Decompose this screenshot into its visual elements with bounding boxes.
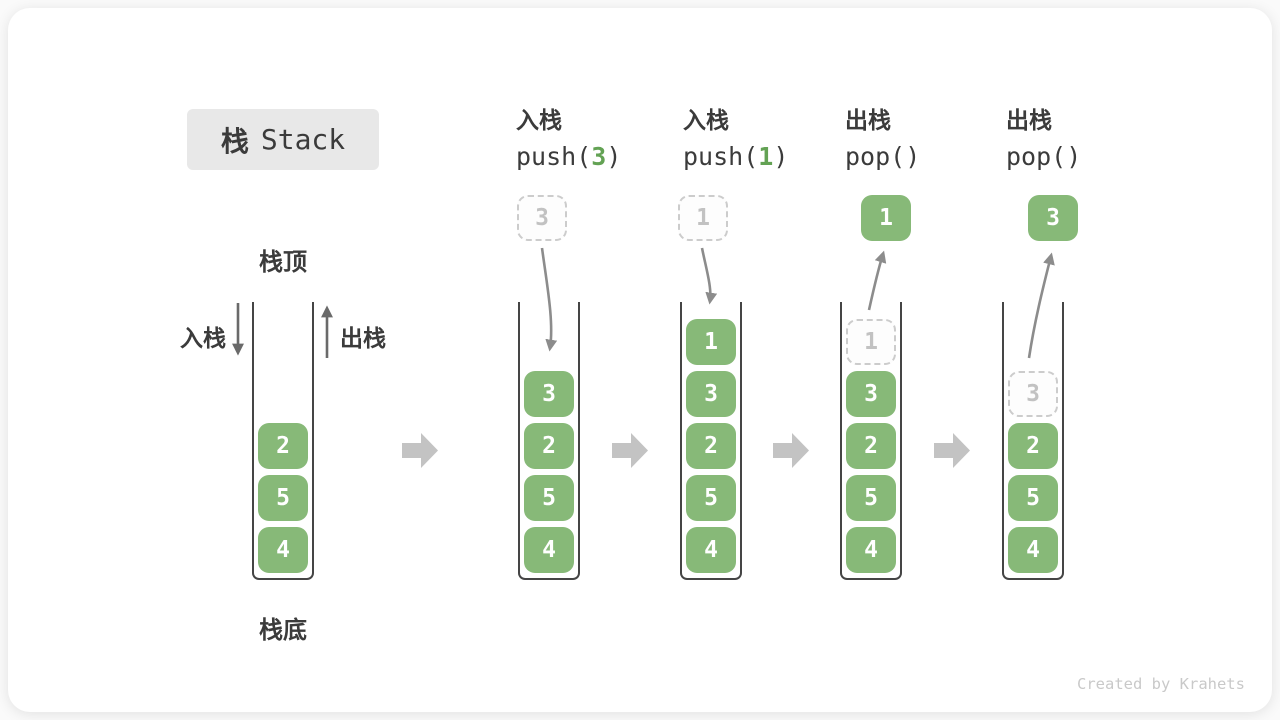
title-en: Stack bbox=[260, 123, 346, 156]
cell-value: 1 bbox=[879, 205, 893, 231]
title-badge: 栈 Stack bbox=[187, 109, 379, 170]
stack-cell: 4 bbox=[686, 527, 736, 573]
watermark: Created by Krahets bbox=[1077, 675, 1245, 693]
cell-value: 5 bbox=[864, 485, 878, 511]
stack-cell: 4 bbox=[1008, 527, 1058, 573]
op-fn: pop( bbox=[845, 142, 906, 171]
stack-after-push-3: 3 2 5 4 bbox=[518, 302, 580, 580]
cell-value: 2 bbox=[704, 433, 718, 459]
floating-cell-popped-1: 1 bbox=[861, 195, 911, 241]
cell-value: 1 bbox=[696, 205, 710, 231]
cell-value: 1 bbox=[704, 329, 718, 355]
op-code: pop() bbox=[845, 142, 920, 172]
cell-value: 4 bbox=[864, 537, 878, 563]
op-arg: 3 bbox=[591, 142, 607, 171]
cell-value: 2 bbox=[1026, 433, 1040, 459]
stack-after-push-1: 1 3 2 5 4 bbox=[680, 302, 742, 580]
cell-value: 3 bbox=[864, 381, 878, 407]
pop-direction-label: 出栈 bbox=[340, 326, 386, 352]
stack-cell: 5 bbox=[1008, 475, 1058, 521]
cell-value: 4 bbox=[542, 537, 556, 563]
op-label: 入栈 bbox=[683, 108, 729, 134]
step-arrow-icon bbox=[612, 433, 648, 468]
stack-after-pop-2: 3 2 5 4 bbox=[1002, 302, 1064, 580]
stack-cell: 3 bbox=[846, 371, 896, 417]
stack-cell: 4 bbox=[524, 527, 574, 573]
ghost-cell: 1 bbox=[846, 319, 896, 365]
cell-value: 3 bbox=[1046, 205, 1060, 231]
cell-value: 5 bbox=[704, 485, 718, 511]
op-fn: push( bbox=[516, 142, 592, 171]
title-zh: 栈 bbox=[220, 124, 249, 158]
op-close: ) bbox=[773, 142, 789, 171]
step-arrow-icon bbox=[402, 433, 438, 468]
stack-cell: 5 bbox=[686, 475, 736, 521]
push-direction-label: 入栈 bbox=[180, 326, 226, 352]
stack-cell: 5 bbox=[258, 475, 308, 521]
cell-value: 1 bbox=[864, 329, 878, 355]
op-header-push-1: 入栈 push(1) bbox=[683, 107, 788, 172]
op-fn: pop( bbox=[1006, 142, 1067, 171]
stack-initial: 2 5 4 bbox=[252, 302, 314, 580]
op-arg: 1 bbox=[758, 142, 774, 171]
stack-cell: 5 bbox=[524, 475, 574, 521]
stack-cell: 2 bbox=[524, 423, 574, 469]
ghost-cell: 3 bbox=[1008, 371, 1058, 417]
stack-cell: 2 bbox=[258, 423, 308, 469]
stack-cell: 2 bbox=[686, 423, 736, 469]
op-code: push(3) bbox=[516, 142, 621, 172]
floating-cell-push-1: 1 bbox=[678, 195, 728, 241]
step-arrow-icon bbox=[934, 433, 970, 468]
op-header-push-3: 入栈 push(3) bbox=[516, 107, 621, 172]
op-header-pop-1: 出栈 pop() bbox=[845, 107, 920, 172]
op-close: ) bbox=[905, 142, 921, 171]
cell-value: 3 bbox=[542, 381, 556, 407]
floating-cell-popped-3: 3 bbox=[1028, 195, 1078, 241]
cell-value: 5 bbox=[276, 485, 290, 511]
op-label: 出栈 bbox=[1006, 108, 1052, 134]
cell-value: 4 bbox=[704, 537, 718, 563]
floating-cell-push-3: 3 bbox=[517, 195, 567, 241]
cell-value: 2 bbox=[542, 433, 556, 459]
op-label: 出栈 bbox=[845, 108, 891, 134]
stack-cell: 2 bbox=[1008, 423, 1058, 469]
stack-cell: 1 bbox=[686, 319, 736, 365]
cell-value: 5 bbox=[542, 485, 556, 511]
op-close: ) bbox=[606, 142, 622, 171]
op-close: ) bbox=[1066, 142, 1082, 171]
op-code: pop() bbox=[1006, 142, 1081, 172]
op-code: push(1) bbox=[683, 142, 788, 172]
stack-cell: 2 bbox=[846, 423, 896, 469]
stack-bottom-label: 栈底 bbox=[259, 616, 307, 644]
cell-value: 5 bbox=[1026, 485, 1040, 511]
stack-cell: 4 bbox=[258, 527, 308, 573]
cell-value: 4 bbox=[1026, 537, 1040, 563]
op-header-pop-2: 出栈 pop() bbox=[1006, 107, 1081, 172]
cell-value: 3 bbox=[704, 381, 718, 407]
cell-value: 2 bbox=[276, 433, 290, 459]
op-fn: push( bbox=[683, 142, 759, 171]
cell-value: 3 bbox=[1026, 381, 1040, 407]
cell-value: 2 bbox=[864, 433, 878, 459]
step-arrow-icon bbox=[773, 433, 809, 468]
stack-top-label: 栈顶 bbox=[259, 248, 307, 276]
stack-cell: 4 bbox=[846, 527, 896, 573]
stack-after-pop-1: 1 3 2 5 4 bbox=[840, 302, 902, 580]
stack-cell: 3 bbox=[524, 371, 574, 417]
cell-value: 4 bbox=[276, 537, 290, 563]
op-label: 入栈 bbox=[516, 108, 562, 134]
cell-value: 3 bbox=[535, 205, 549, 231]
stack-cell: 5 bbox=[846, 475, 896, 521]
stack-cell: 3 bbox=[686, 371, 736, 417]
